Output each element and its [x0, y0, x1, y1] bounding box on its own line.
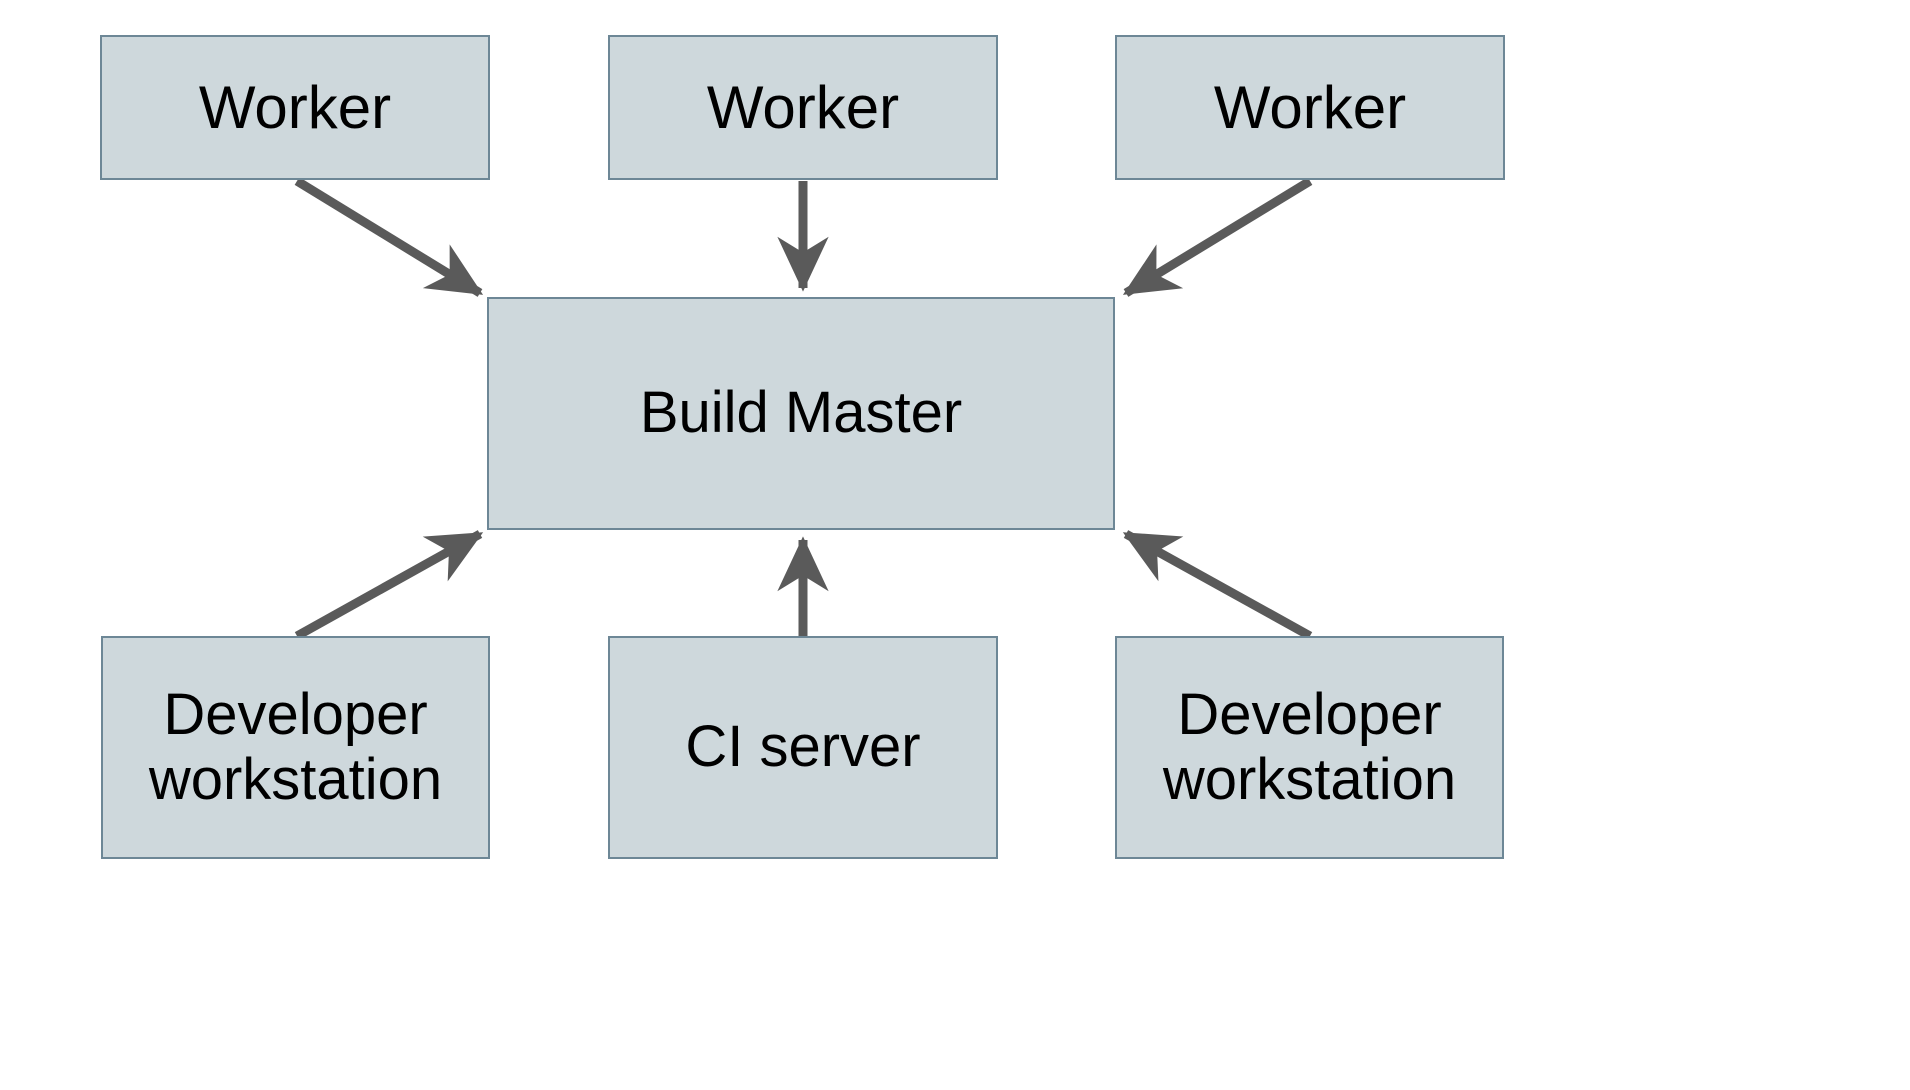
edge-worker-right-to-master — [1122, 177, 1313, 297]
node-ci-server-label: CI server — [685, 714, 921, 780]
node-worker-left[interactable]: Worker — [100, 35, 490, 180]
node-worker-right-label: Worker — [1213, 73, 1407, 141]
node-developer-workstation-right-label: Developer workstation — [1162, 681, 1457, 812]
node-build-master-label: Build Master — [639, 380, 963, 446]
edge-dev-left-to-master — [294, 530, 484, 640]
node-worker-center[interactable]: Worker — [608, 35, 998, 180]
edge-dev-right-to-master — [1122, 530, 1313, 640]
node-worker-right[interactable]: Worker — [1115, 35, 1505, 180]
node-build-master[interactable]: Build Master — [487, 297, 1115, 530]
node-worker-left-label: Worker — [198, 73, 392, 141]
node-ci-server[interactable]: CI server — [608, 636, 998, 859]
edge-worker-left-to-master — [294, 177, 484, 297]
node-developer-workstation-left-label: Developer workstation — [148, 681, 443, 812]
node-developer-workstation-right[interactable]: Developer workstation — [1115, 636, 1504, 859]
node-developer-workstation-left[interactable]: Developer workstation — [101, 636, 490, 859]
node-worker-center-label: Worker — [706, 73, 900, 141]
